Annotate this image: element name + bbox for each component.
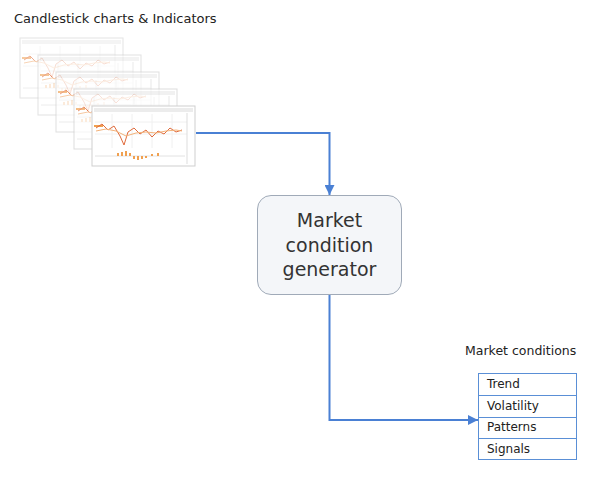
table-row: Patterns [479, 417, 576, 438]
flow-arrow [330, 295, 479, 420]
group-heading: Market conditions [465, 343, 576, 358]
output-table: TrendVolatilityPatternsSignalsMarket con… [478, 373, 577, 460]
table-row: Volatility [479, 395, 576, 416]
group-heading: Candlestick charts & Indicators [14, 11, 217, 27]
table-cell: Signals [479, 442, 530, 456]
table-cell: Trend [479, 377, 520, 391]
table-cell: Patterns [479, 420, 536, 434]
flow-arrow [196, 133, 330, 195]
table-row: Signals [479, 438, 576, 459]
chart-stack: Candlestick charts & Indicators [20, 38, 196, 166]
table-row: Trend [479, 374, 576, 395]
chart-card [92, 106, 195, 166]
process-box: Market condition generator [257, 195, 402, 295]
table-cell: Volatility [479, 399, 539, 413]
node-label: Market condition generator [266, 208, 393, 282]
